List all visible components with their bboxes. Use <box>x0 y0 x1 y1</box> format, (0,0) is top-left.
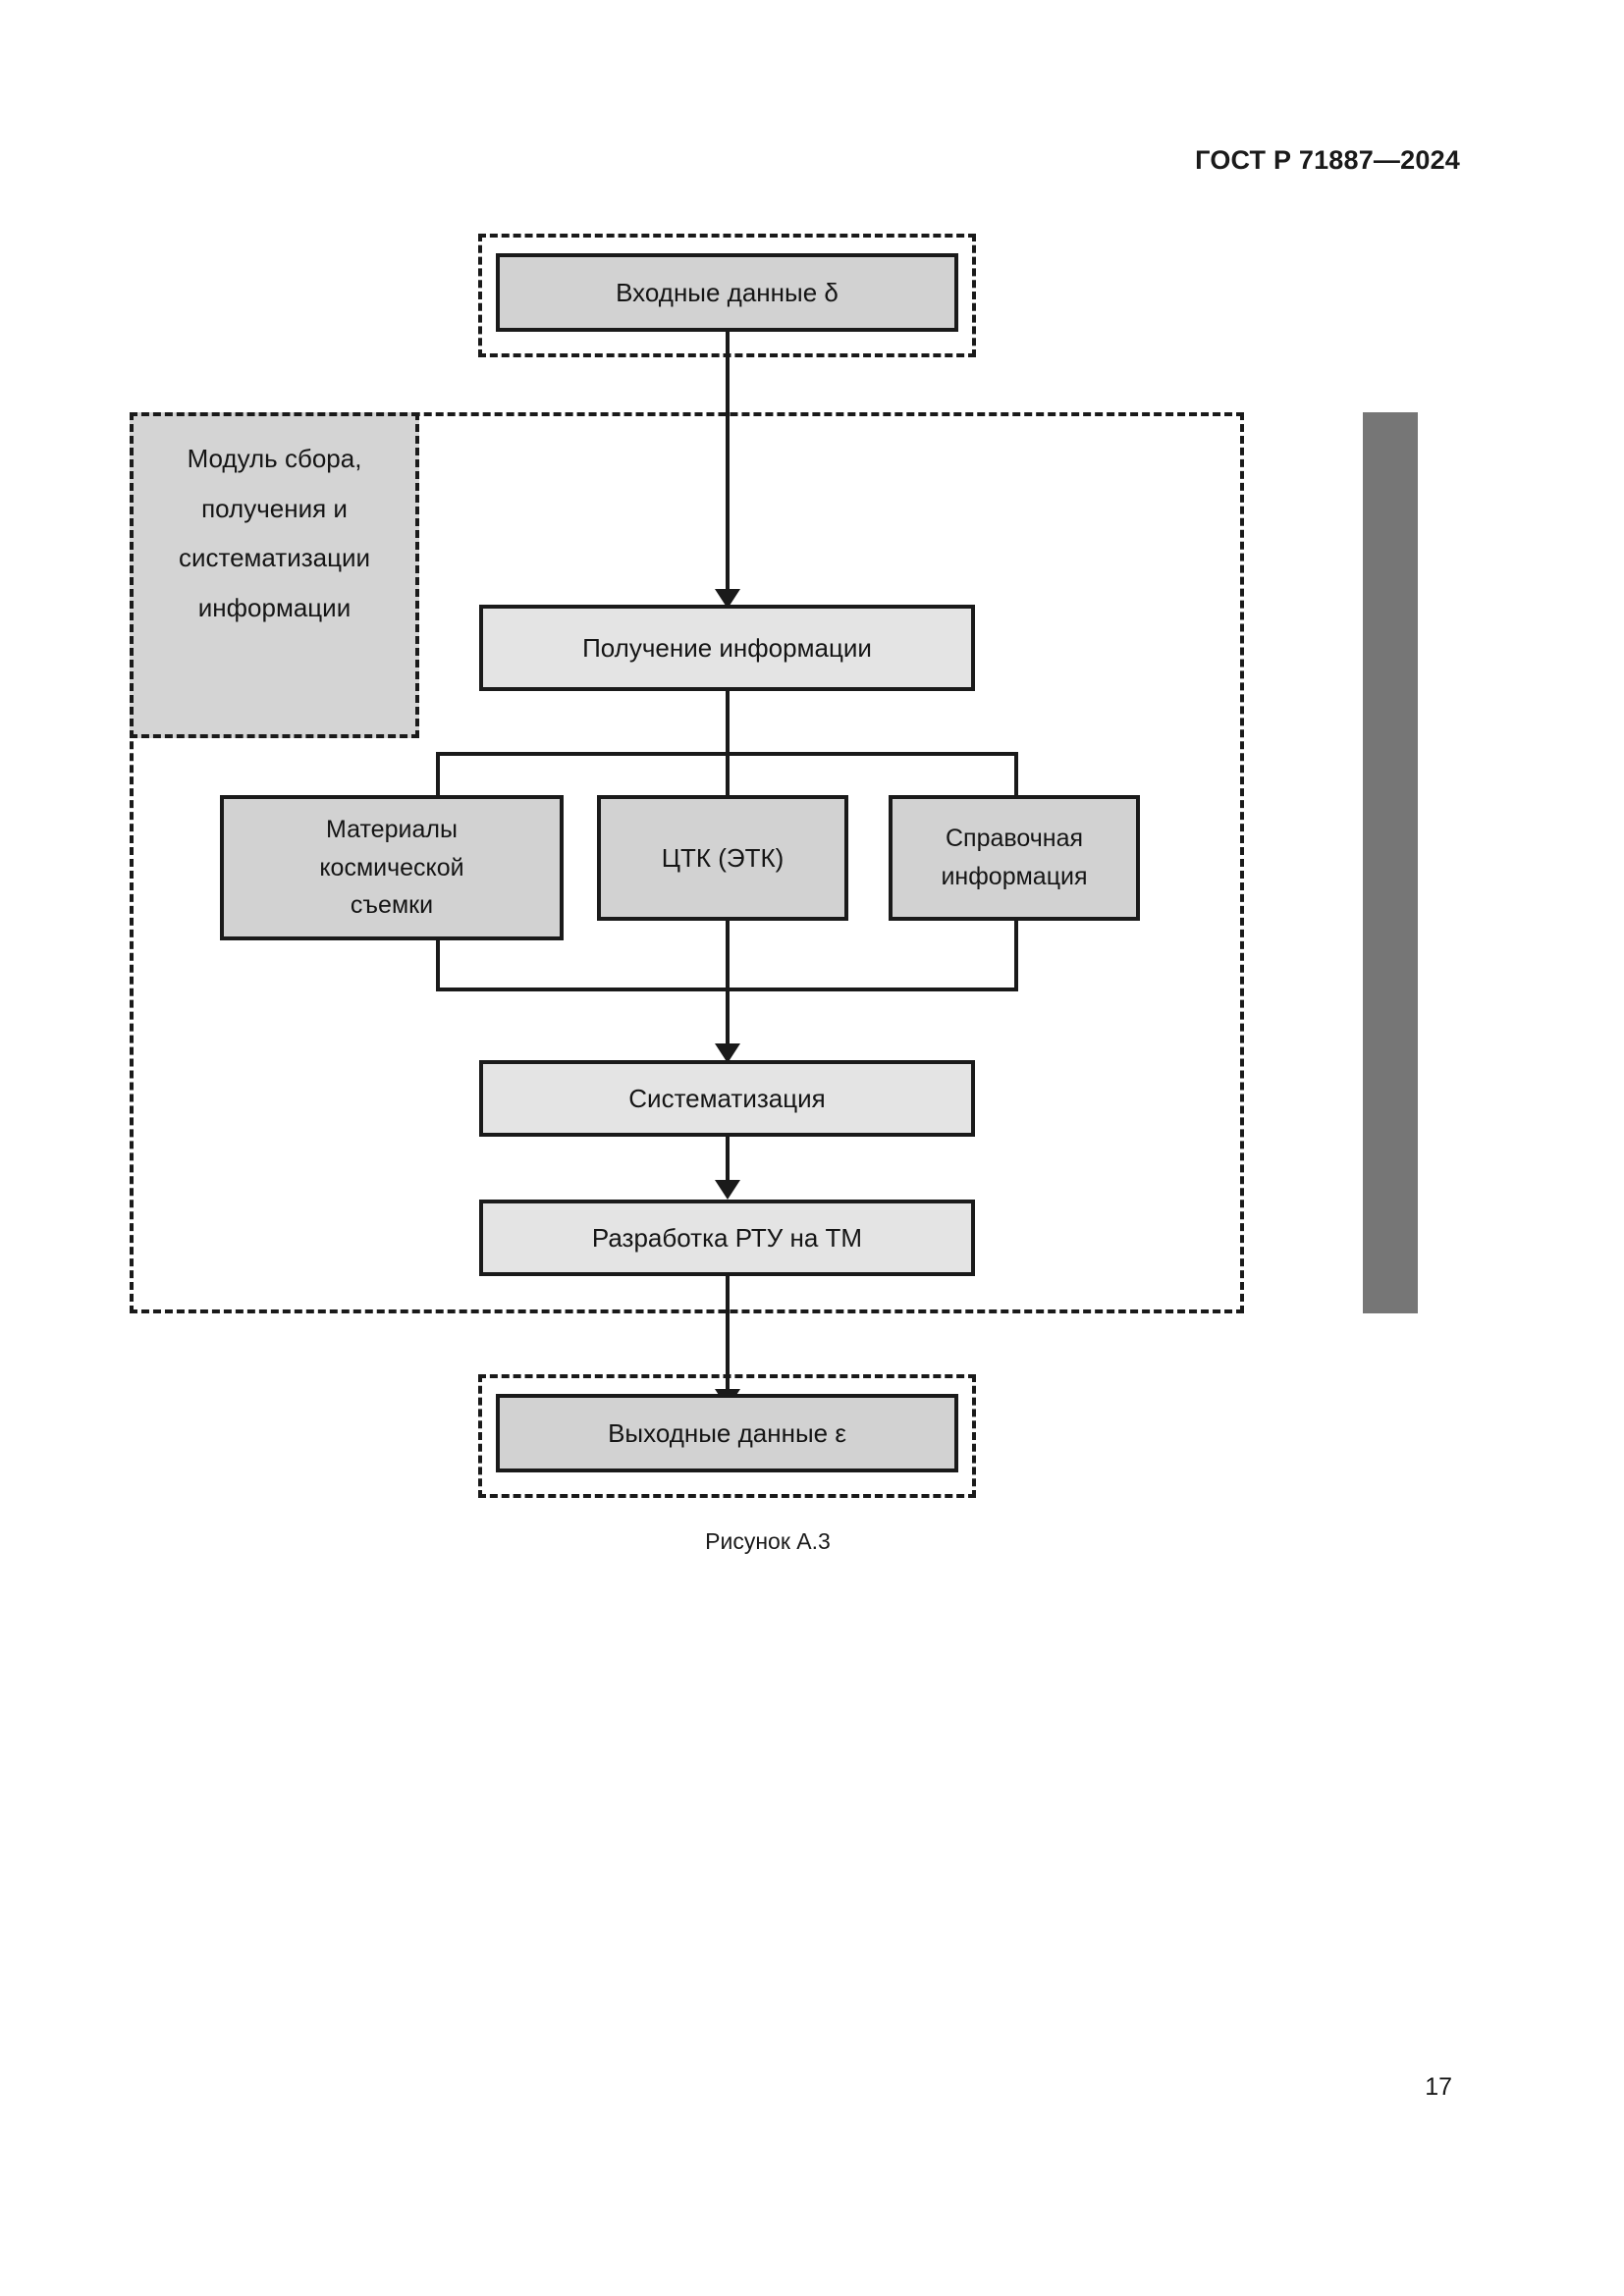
figure-caption: Рисунок А.3 <box>0 1528 1624 1555</box>
page-number: 17 <box>1425 2073 1452 2101</box>
node-systematization-label: Систематизация <box>628 1083 826 1113</box>
figure-caption-text: Рисунок А.3 <box>705 1528 831 1554</box>
connector-merge-left-rise <box>436 940 440 991</box>
node-develop-rtu[interactable]: Разработка РТУ на ТМ <box>479 1200 975 1276</box>
connector-split-center-drop <box>726 752 730 797</box>
node-space-imagery-label: Материалы космической съемки <box>319 815 464 920</box>
node-space-imagery[interactable]: Материалы космической съемки <box>220 795 564 940</box>
node-ctk-etk[interactable]: ЦТК (ЭТК) <box>597 795 848 921</box>
connector-merge-center-rise <box>726 921 730 991</box>
node-reference-information[interactable]: Справочная информация <box>889 795 1140 921</box>
margin-change-bar <box>1363 412 1418 1313</box>
arrow-merge-to-systematization <box>715 1043 740 1063</box>
node-ctk-etk-label: ЦТК (ЭТК) <box>661 842 785 873</box>
node-input-data-label: Входные данные δ <box>616 277 839 307</box>
arrow-systematization-to-development <box>715 1180 740 1200</box>
node-receive-information-label: Получение информации <box>582 632 872 663</box>
node-output-data-label: Выходные данные ε <box>608 1417 846 1448</box>
connector-merge-right-rise <box>1014 921 1018 991</box>
node-input-data[interactable]: Входные данные δ <box>496 253 958 332</box>
standard-header: ГОСТ Р 71887—2024 <box>1195 145 1460 175</box>
node-reference-information-label: Справочная информация <box>941 825 1088 890</box>
connector-merge-horizontal <box>436 988 1018 991</box>
connector-merge-to-systematization <box>726 991 730 1052</box>
module-label-block: Модуль сбора, получения и систематизации… <box>130 412 419 738</box>
node-receive-information[interactable]: Получение информации <box>479 605 975 691</box>
connector-split-right-drop <box>1014 752 1018 797</box>
module-label-text: Модуль сбора, получения и систематизации… <box>178 444 371 623</box>
node-develop-rtu-label: Разработка РТУ на ТМ <box>591 1222 863 1253</box>
module-dashed-container <box>130 412 1244 1313</box>
connector-systematization-to-development <box>726 1137 730 1188</box>
connector-split-left-drop <box>436 752 440 797</box>
connector-development-to-output <box>726 1276 730 1396</box>
arrow-input-to-receive <box>715 589 740 609</box>
node-output-data[interactable]: Выходные данные ε <box>496 1394 958 1472</box>
connector-receive-down <box>726 691 730 756</box>
connector-input-to-receive <box>726 332 730 595</box>
node-systematization[interactable]: Систематизация <box>479 1060 975 1137</box>
